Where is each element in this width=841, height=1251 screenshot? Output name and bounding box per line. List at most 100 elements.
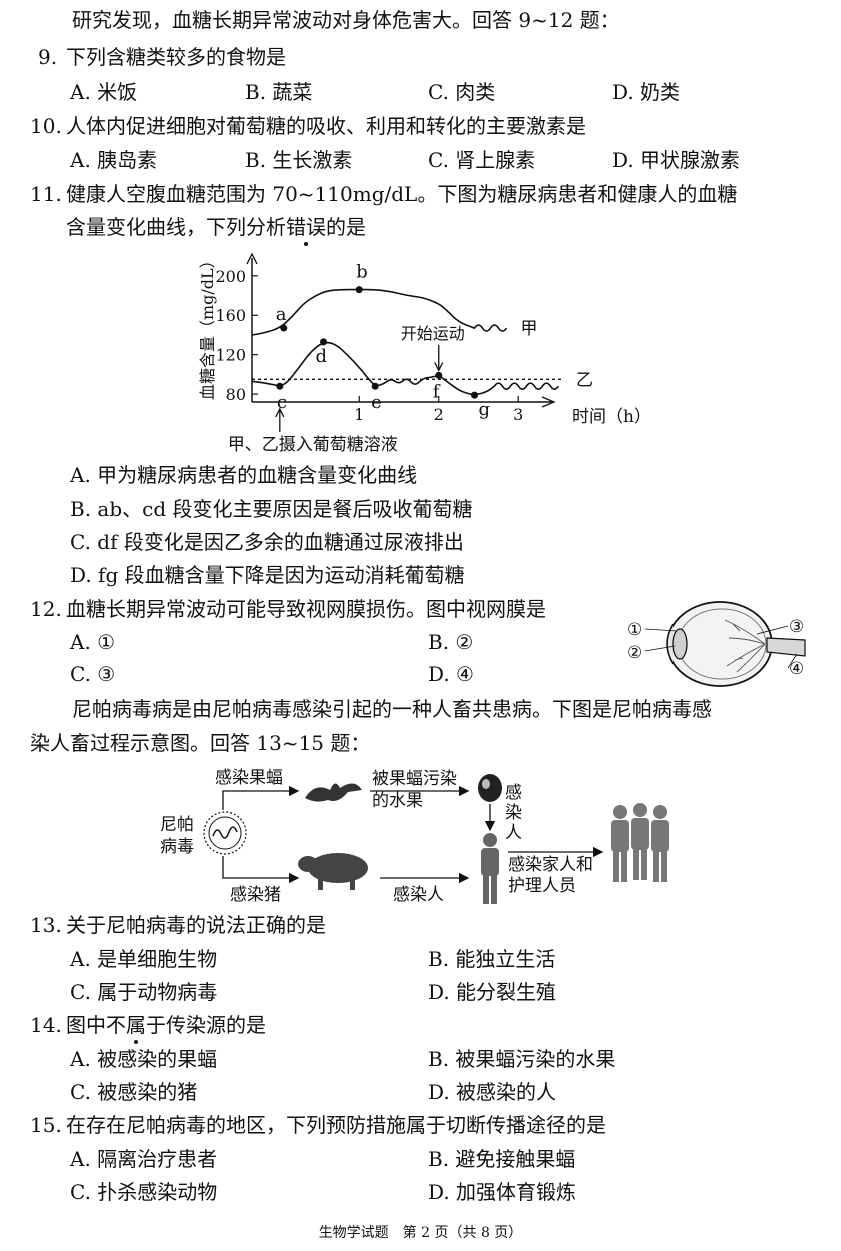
y-tick-label: 200 (215, 267, 246, 286)
point-label-a: a (276, 304, 287, 325)
exercise-arrow-head (434, 362, 444, 372)
intro-9-12: 研究发现，血糖长期异常波动对身体危害大。回答 9~12 题： (72, 8, 620, 32)
virus-label-line2: 病毒 (160, 837, 194, 857)
cornea (666, 623, 674, 665)
y-tick-label: 160 (215, 306, 246, 325)
arrow-label-infect-human-1: 感 (505, 783, 522, 803)
q14-option-d[interactable]: D. 被感染的人 (428, 1080, 557, 1104)
arrow-label-infect-pig: 感染猪 (230, 885, 281, 905)
q11-stem-line2-pre: 含量变化曲线，下列分析 (66, 215, 286, 239)
q15-option-d[interactable]: D. 加强体育锻炼 (428, 1180, 577, 1204)
series-yi-line (251, 341, 560, 396)
virus-icon (203, 811, 247, 855)
y-tick-label: 80 (226, 385, 246, 404)
q12-option-a[interactable]: A. ① (70, 630, 116, 654)
arrow-label-fruit-line2: 的水果 (372, 791, 423, 811)
q10-option-d[interactable]: D. 甲状腺激素 (612, 148, 741, 172)
intake-annotation: 甲、乙摄入葡萄糖溶液 (228, 435, 398, 455)
people-group-icon (611, 803, 669, 882)
eye-label-1: ① (627, 620, 642, 640)
eye-diagram: ① ② ③ ④ (627, 601, 806, 687)
point-label-c: c (277, 392, 287, 413)
q11-option-d[interactable]: D. fg 段血糖含量下降是因为运动消耗葡萄糖 (70, 563, 465, 587)
q10-option-b[interactable]: B. 生长激素 (245, 148, 353, 172)
arrow-label-family-line2: 护理人员 (508, 876, 576, 896)
q13-option-d[interactable]: D. 能分裂生殖 (428, 980, 557, 1004)
point-label-f: f (433, 381, 441, 402)
q11-option-c[interactable]: C. df 段变化是因乙多余的血糖通过尿液排出 (70, 530, 464, 554)
point-label-d: d (316, 346, 328, 367)
q11-stem-line1: 健康人空腹血糖范围为 70~110mg/dL。下图为糖尿病患者和健康人的血糖 (66, 182, 738, 206)
point-a (280, 324, 288, 332)
arrow-virus-to-bat (222, 785, 300, 810)
q12-number: 12. (30, 597, 62, 621)
lens (672, 628, 688, 660)
q15-option-c[interactable]: C. 扑杀感染动物 (70, 1180, 218, 1204)
q12-option-c[interactable]: C. ③ (70, 662, 116, 686)
point-f (435, 371, 443, 379)
q9-option-d[interactable]: D. 奶类 (612, 80, 681, 104)
optic-nerve (766, 637, 806, 657)
bat-icon (305, 783, 362, 802)
point-label-b: b (356, 262, 368, 283)
q10-stem: 人体内促进细胞对葡萄糖的吸收、利用和转化的主要激素是 (66, 114, 586, 138)
label-4-leader (787, 653, 798, 669)
x-axis-arrow (541, 396, 556, 408)
q9-option-b[interactable]: B. 蔬菜 (245, 80, 313, 104)
q13-option-a[interactable]: A. 是单细胞生物 (70, 947, 218, 971)
y-axis-arrow (246, 252, 258, 265)
q11-emphasis-text: 错误 (286, 215, 326, 239)
q13-option-c[interactable]: C. 属于动物病毒 (70, 980, 218, 1004)
intro-13-15-line2: 染人畜过程示意图。回答 13~15 题： (30, 731, 371, 755)
q13-option-b[interactable]: B. 能独立生活 (428, 947, 556, 971)
nipah-infection-diagram: 尼帕 病毒 感染果蝠 被果蝠污染 的水果 感 染 人 感染猪 感染人 感染家人和… (160, 768, 669, 905)
q13-stem: 关于尼帕病毒的说法正确的是 (66, 913, 326, 937)
exercise-annotation: 开始运动 (401, 324, 465, 343)
q14-option-a[interactable]: A. 被感染的果蝠 (70, 1047, 218, 1071)
point-label-e: e (371, 392, 382, 413)
point-b (355, 286, 363, 294)
q15-option-b[interactable]: B. 避免接触果蝠 (428, 1147, 576, 1171)
q10-number: 10. (30, 114, 62, 138)
human-icon (481, 833, 499, 904)
q14-stem-pre: 图中 (66, 1013, 106, 1037)
arrow-label-pig-infect-human: 感染人 (393, 885, 444, 905)
q11-option-a[interactable]: A. 甲为糖尿病患者的血糖含量变化曲线 (70, 463, 418, 487)
q9-number: 9. (38, 45, 58, 69)
label-2-leader (644, 645, 676, 652)
q11-option-b[interactable]: B. ab、cd 段变化主要原因是餐后吸收葡萄糖 (70, 497, 473, 521)
point-c (276, 382, 284, 390)
q14-number: 14. (30, 1013, 62, 1037)
q10-option-c[interactable]: C. 肾上腺素 (428, 148, 536, 172)
arrow-label-infect-human-3: 人 (505, 823, 522, 843)
q14-option-c[interactable]: C. 被感染的猪 (70, 1080, 198, 1104)
q9-option-a[interactable]: A. 米饭 (70, 80, 138, 104)
eye-label-3: ③ (789, 617, 804, 637)
x-tick-label: 2 (434, 405, 444, 424)
q15-option-a[interactable]: A. 隔离治疗患者 (70, 1147, 218, 1171)
q14-option-b[interactable]: B. 被果蝠污染的水果 (428, 1047, 616, 1071)
series-jia-label: 甲 (521, 319, 538, 339)
q12-option-d[interactable]: D. ④ (428, 662, 474, 686)
x-tick-label: 3 (513, 405, 523, 424)
arrow-label-infect-bat: 感染果蝠 (215, 768, 283, 788)
arrow-label-family-line1: 感染家人和 (508, 855, 593, 875)
label-3-leader (756, 625, 789, 635)
q13-number: 13. (30, 913, 62, 937)
blood-vessels (724, 619, 766, 673)
q11-number: 11. (30, 182, 62, 206)
q9-option-c[interactable]: C. 肉类 (428, 80, 496, 104)
arrow-label-fruit-line1: 被果蝠污染 (372, 769, 457, 789)
series-yi-label: 乙 (576, 370, 593, 390)
pig-icon (298, 853, 368, 890)
q9-stem: 下列含糖类较多的食物是 (66, 45, 286, 69)
q11-stem-line2: 含量变化曲线，下列分析错误的是 (66, 215, 366, 246)
q12-option-b[interactable]: B. ② (428, 630, 474, 654)
q15-stem: 在存在尼帕病毒的地区，下列预防措施属于切断传播途径的是 (66, 1113, 606, 1137)
q12-stem: 血糖长期异常波动可能导致视网膜损伤。图中视网膜是 (66, 597, 546, 621)
point-g (471, 391, 479, 399)
q10-option-a[interactable]: A. 胰岛素 (70, 148, 158, 172)
q11-emphasis: 错误 (286, 215, 326, 246)
eye-label-4: ④ (789, 659, 804, 679)
